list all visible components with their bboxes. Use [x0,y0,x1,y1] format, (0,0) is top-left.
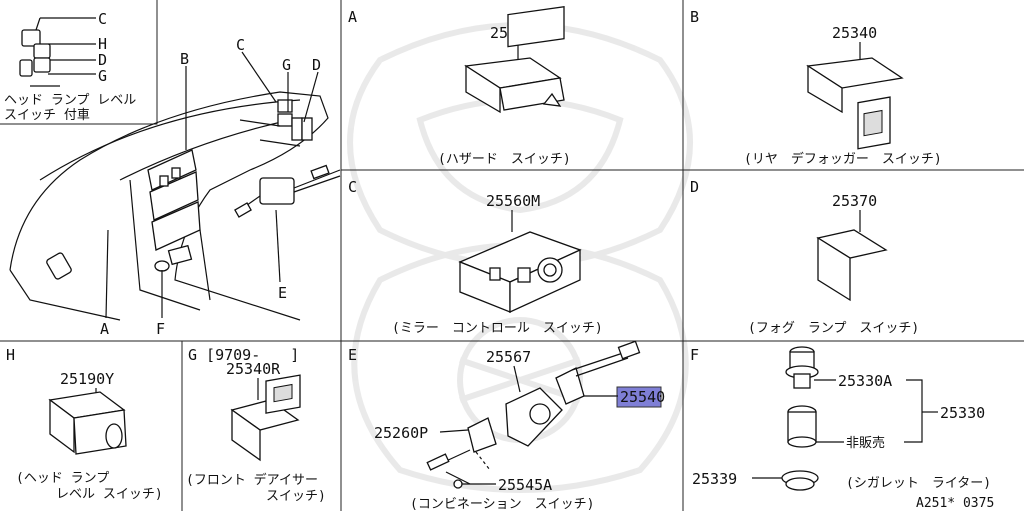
dashboard-overview: C H D G ヘッド ランプ レベル スイッチ 付車 [4,10,341,321]
panel-c-part-number: 25560M [486,192,540,210]
center-console [129,149,211,311]
panel-g-letter: G [9709- ] [188,346,299,364]
inset-label-c: C [98,10,107,28]
panel-f-part-25339: 25339 [692,470,737,488]
panel-g-part-number: 25340R [226,360,281,378]
dash-label-e: E [278,284,287,302]
panel-a-letter: A [348,8,357,26]
panel-g-caption-line-2: スイッチ) [266,489,326,504]
panel-c-letter: C [348,178,357,196]
panel-h-caption-line-1: (ヘッド ランプ [16,471,109,486]
panel-b-caption: (リヤ デフォッガー スイッチ) [744,151,942,167]
panel-e-part-25545a: 25545A [498,476,552,494]
front-deicer-switch-drawing [230,374,301,462]
rear-defogger-switch-drawing [806,57,904,114]
panel-b-part-number: 25340 [832,24,877,42]
panel-d-caption: (フォグ ランプ スイッチ) [748,321,919,336]
dash-label-d: D [312,56,321,74]
headlamp-level-switch-drawing [48,391,127,455]
panel-h-part-number: 25190Y [60,370,114,388]
dash-label-c: C [236,36,245,54]
inset-label-d: D [98,51,107,69]
panel-f-part-25330a: 25330A [838,372,892,390]
panel-e-part-25540: 25540 [620,388,665,406]
panel-d-letter: D [690,178,699,196]
hazard-switch-drawing [464,5,565,114]
panel-e-part-25567: 25567 [486,348,531,366]
cigarette-lighter-drawing [781,346,819,491]
dash-label-a: A [100,320,109,338]
panel-d-part-number: 25370 [832,192,877,210]
panel-f-caption: (シガレット ライター) [846,476,991,491]
fog-lamp-switch-drawing [816,96,891,302]
panel-e-caption: (コンビネーション スイッチ) [410,497,594,511]
panel-f-letter: F [690,346,699,364]
panel-a-caption: (ハザード スイッチ) [438,152,571,167]
highlighted-part-box [616,386,662,408]
combination-switch-on-dash [234,164,341,283]
panel-f-part-25330: 25330 [940,404,985,422]
dash-label-f: F [156,320,165,338]
panel-e-part-25260p: 25260P [374,424,428,442]
inset-label-g: G [98,67,107,85]
inset-title-line-1: ヘッド ランプ レベル [4,93,136,108]
inset-label-h: H [98,35,107,53]
inset-title-line-2: スイッチ 付車 [4,108,90,123]
panel-g-caption-line-1: (フロント デアイサー [186,472,318,488]
panel-c-caption: (ミラー コントロール スイッチ) [392,321,603,336]
mirror-control-switch-drawing [458,231,582,314]
panel-h-caption-line-2: レベル スイッチ) [56,487,163,502]
panel-f-not-for-sale: 非販売 [846,435,885,451]
dash-label-g: G [282,56,291,74]
panel-e-letter: E [348,346,357,364]
combination-switch-drawing [426,340,641,489]
dash-label-b: B [180,50,189,68]
inset-switch-cluster [19,17,96,87]
drawing-code: A251* 0375 [916,496,994,511]
panel-b-letter: B [690,8,699,26]
panel-h-letter: H [6,346,15,364]
